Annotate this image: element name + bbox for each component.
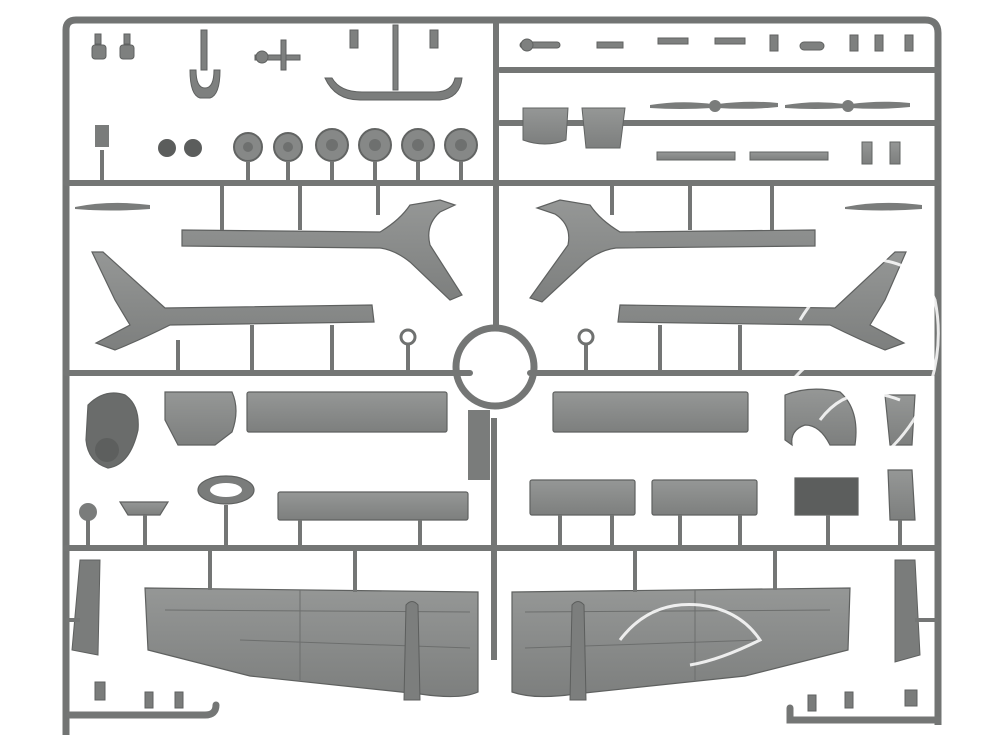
side-parts <box>71 559 921 663</box>
row-3-parts <box>85 388 916 469</box>
outer-runner <box>62 16 942 735</box>
fuselage-right-lower <box>617 251 907 351</box>
engine-nacelles <box>403 601 587 701</box>
fuselage-left-lower <box>91 251 375 351</box>
small-parts-top-right <box>519 34 914 52</box>
gates-row-4 <box>86 505 902 548</box>
row-4-parts <box>118 469 916 521</box>
center-runner <box>491 20 499 660</box>
wing-panel-lines <box>164 590 831 680</box>
watermark-logo <box>618 258 940 667</box>
center-ring <box>452 324 538 410</box>
gates-wings <box>66 548 938 622</box>
bottom-small-parts <box>94 681 918 712</box>
wheels-row <box>95 125 478 183</box>
small-loops <box>399 328 595 346</box>
fuselage-right-upper <box>529 199 816 303</box>
control-surfaces-small <box>522 107 901 165</box>
gates-row-2 <box>176 183 774 373</box>
propellers <box>75 100 922 211</box>
engine-face <box>95 438 119 462</box>
small-parts-top-left <box>91 24 439 99</box>
fuselage-left-upper <box>181 199 463 301</box>
bracket-part <box>324 77 463 101</box>
small-knob <box>79 503 97 521</box>
bottom-runners <box>66 701 942 724</box>
canopy-ring <box>210 483 242 497</box>
vertical-strut <box>468 410 490 480</box>
